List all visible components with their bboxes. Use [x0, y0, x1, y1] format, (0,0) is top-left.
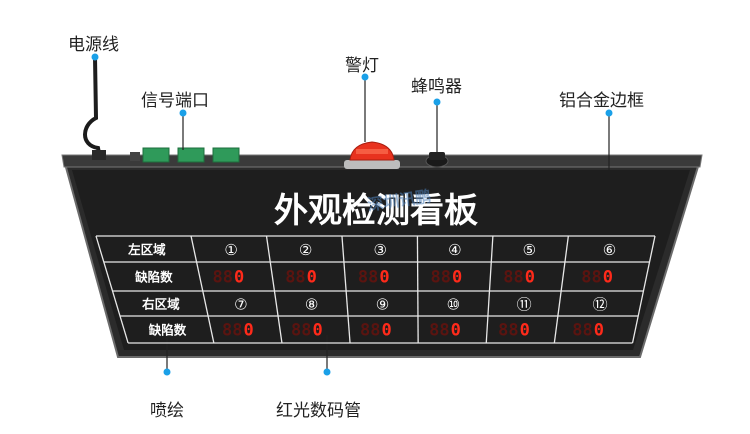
- callout-dots: [91, 53, 613, 376]
- zone-number: ⑤: [523, 241, 536, 259]
- led-digit-value: 0: [594, 321, 604, 341]
- led-digit-value: 0: [603, 268, 613, 288]
- row-label: 左区域: [127, 242, 166, 257]
- zone-number: ⑩: [447, 296, 460, 314]
- grid-vline: [341, 235, 351, 344]
- led-digit-unlit: 88: [291, 321, 311, 341]
- row-label: 缺陷数: [135, 270, 173, 285]
- led-digit-unlit: 88: [285, 268, 305, 288]
- led-digit-value: 0: [451, 321, 461, 341]
- row-label: 右区域: [141, 297, 180, 312]
- led-digit-value: 0: [525, 268, 535, 288]
- led-digit-unlit: 88: [581, 268, 601, 288]
- grid-vline: [631, 235, 656, 344]
- grid-vline: [485, 235, 494, 344]
- led-digit-unlit: 88: [431, 268, 451, 288]
- zone-number: ⑫: [593, 296, 608, 314]
- callout-aluminum-frame: 铝合金边框: [559, 91, 644, 111]
- zone-number: ⑧: [305, 296, 318, 314]
- board-face: [72, 170, 690, 350]
- zone-number: ②: [299, 241, 312, 259]
- callout-power-cable: 电源线: [68, 35, 119, 55]
- callout-led-digit-tube: 红光数码管: [276, 401, 361, 421]
- power-cable-plug: [92, 150, 106, 160]
- warning-light: [344, 141, 400, 169]
- led-digit-unlit: 88: [360, 321, 380, 341]
- led-digit-unlit: 88: [498, 321, 518, 341]
- grid-vline: [553, 235, 569, 344]
- led-digit-unlit: 88: [429, 321, 449, 341]
- led-digit-unlit: 88: [213, 268, 233, 288]
- led-digit-value: 0: [382, 321, 392, 341]
- zone-number: ④: [448, 241, 461, 259]
- row-label: 缺陷数: [149, 323, 187, 338]
- zone-number: ⑥: [603, 241, 616, 259]
- signal-terminals: [130, 147, 240, 163]
- zone-number: ③: [374, 241, 387, 259]
- power-cable: [83, 56, 102, 159]
- zone-number: ⑦: [234, 296, 247, 314]
- led-digit-value: 0: [313, 321, 323, 341]
- board-title: 外观检测看板: [274, 191, 478, 231]
- callout-buzzer: 蜂鸣器: [411, 77, 462, 97]
- led-digit-value: 0: [307, 268, 317, 288]
- callout-warning-light: 警灯: [345, 56, 379, 76]
- led-digit-value: 0: [379, 268, 389, 288]
- callout-spray-paint: 喷绘: [150, 401, 184, 421]
- led-digit-unlit: 88: [572, 321, 592, 341]
- grid-vline: [95, 235, 129, 344]
- led-digit-unlit: 88: [503, 268, 523, 288]
- led-digit-value: 0: [520, 321, 530, 341]
- led-digit-value: 0: [243, 321, 253, 341]
- callout-signal-port: 信号端口: [141, 91, 209, 111]
- zone-number: ⑪: [517, 296, 532, 314]
- zone-number: ①: [224, 241, 237, 259]
- led-digit-unlit: 88: [222, 321, 242, 341]
- data-grid: [95, 235, 656, 344]
- grid-vline: [265, 235, 283, 344]
- zone-number: ⑨: [376, 296, 389, 314]
- led-digit-unlit: 88: [358, 268, 378, 288]
- grid-vline: [416, 235, 419, 344]
- grid-vline: [190, 235, 215, 344]
- led-digit-value: 0: [452, 268, 462, 288]
- led-digit-value: 0: [234, 268, 244, 288]
